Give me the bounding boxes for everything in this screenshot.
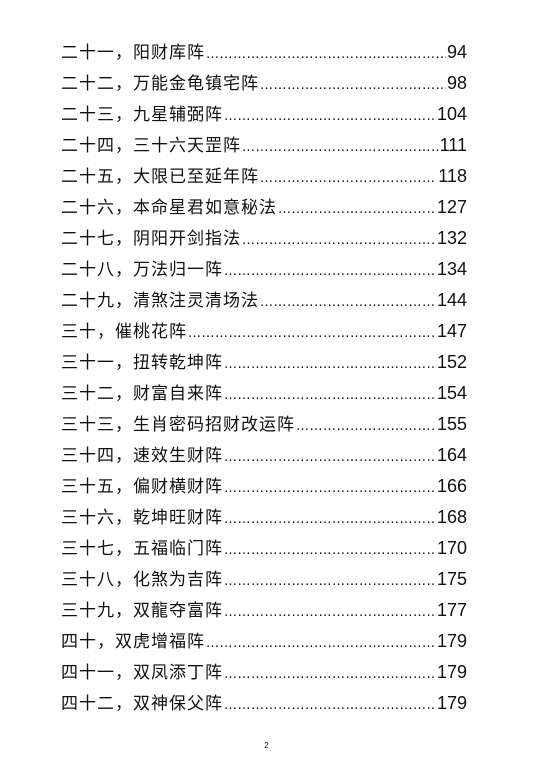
toc-entry: 三十，催桃花阵 147 <box>61 316 467 347</box>
footer-page-number: 2 <box>264 741 269 750</box>
toc-entry: 四十，双虎增福阵 179 <box>61 626 467 657</box>
toc-entry: 三十九，双龍夺富阵 177 <box>61 595 467 626</box>
toc-entry-title: 四十二，双神保父阵 <box>61 694 223 714</box>
toc-entry: 二十二，万能金龟镇宅阵 98 <box>61 68 467 99</box>
toc-entry: 三十八，化煞为吉阵 175 <box>61 564 467 595</box>
dot-leader <box>224 535 436 566</box>
dot-leader <box>224 256 436 287</box>
toc-entry: 二十四，三十六天罡阵 111 <box>61 130 467 161</box>
dot-leader <box>278 194 436 225</box>
toc-entry: 二十六，本命星君如意秘法 127 <box>61 192 467 223</box>
toc-entry-page: 166 <box>436 476 467 496</box>
toc-entry-title: 二十三，九星辅弼阵 <box>61 105 223 125</box>
toc-entry-page: 175 <box>436 569 467 589</box>
toc-entry-page: 168 <box>436 507 467 527</box>
toc-entry-page: 179 <box>436 631 467 651</box>
table-of-contents: 二十一，阳财库阵 94 二十二，万能金龟镇宅阵 98 二十三，九星辅弼阵 104 二十… <box>61 37 467 719</box>
toc-entry-title: 二十一，阳财库阵 <box>61 43 205 63</box>
toc-entry: 二十三，九星辅弼阵 104 <box>61 99 467 130</box>
dot-leader <box>224 597 436 628</box>
toc-entry-page: 147 <box>436 321 467 341</box>
toc-entry: 三十二，财富自来阵 154 <box>61 378 467 409</box>
dot-leader <box>206 628 436 659</box>
toc-entry-page: 177 <box>436 600 467 620</box>
dot-leader <box>260 163 437 194</box>
toc-entry: 三十一，扭转乾坤阵 152 <box>61 347 467 378</box>
toc-entry-title: 二十六，本命星君如意秘法 <box>61 198 277 218</box>
dot-leader <box>224 380 436 411</box>
toc-entry-title: 四十一，双凤添丁阵 <box>61 663 223 683</box>
dot-leader <box>224 690 436 721</box>
toc-entry-page: 104 <box>436 104 467 124</box>
toc-entry: 二十七，阴阳开剑指法 132 <box>61 223 467 254</box>
dot-leader <box>296 411 436 442</box>
dot-leader <box>188 318 436 349</box>
toc-entry-title: 三十四，速效生财阵 <box>61 446 223 466</box>
toc-entry-page: 164 <box>436 445 467 465</box>
toc-entry: 二十五，大限已至延年阵 118 <box>61 161 467 192</box>
toc-entry: 三十三，生肖密码招财改运阵 155 <box>61 409 467 440</box>
toc-entry: 三十五，偏财横财阵 166 <box>61 471 467 502</box>
dot-leader <box>206 39 446 70</box>
dot-leader <box>224 101 436 132</box>
toc-entry-page: 132 <box>436 228 467 248</box>
dot-leader <box>224 349 436 380</box>
toc-entry-title: 四十，双虎增福阵 <box>61 632 205 652</box>
toc-entry: 三十四，速效生财阵 164 <box>61 440 467 471</box>
toc-entry-page: 179 <box>436 662 467 682</box>
toc-entry-page: 134 <box>436 259 467 279</box>
toc-entry-title: 二十七，阴阳开剑指法 <box>61 229 241 249</box>
toc-entry-title: 三十七，五福临门阵 <box>61 539 223 559</box>
toc-entry-title: 三十三，生肖密码招财改运阵 <box>61 415 295 435</box>
toc-entry-page: 118 <box>438 166 467 186</box>
toc-entry-title: 二十二，万能金龟镇宅阵 <box>61 74 259 94</box>
dot-leader <box>242 132 439 163</box>
toc-entry-title: 二十四，三十六天罡阵 <box>61 136 241 156</box>
toc-entry-title: 三十二，财富自来阵 <box>61 384 223 404</box>
dot-leader <box>224 442 436 473</box>
toc-entry: 二十一，阳财库阵 94 <box>61 37 467 68</box>
toc-entry-title: 三十六，乾坤旺财阵 <box>61 508 223 528</box>
toc-entry: 三十六，乾坤旺财阵 168 <box>61 502 467 533</box>
toc-entry: 四十二，双神保父阵 179 <box>61 688 467 719</box>
dot-leader <box>224 473 436 504</box>
toc-entry-title: 二十八，万法归一阵 <box>61 260 223 280</box>
toc-entry-page: 127 <box>436 197 467 217</box>
toc-entry-title: 二十九，清煞注灵清场法 <box>61 291 259 311</box>
toc-entry-page: 94 <box>446 42 467 62</box>
toc-entry-title: 三十九，双龍夺富阵 <box>61 601 223 621</box>
toc-entry-page: 154 <box>436 383 467 403</box>
toc-entry: 二十八，万法归一阵 134 <box>61 254 467 285</box>
toc-entry-page: 98 <box>446 73 467 93</box>
toc-entry: 三十七，五福临门阵 170 <box>61 533 467 564</box>
dot-leader <box>242 225 436 256</box>
dot-leader <box>260 287 436 318</box>
toc-entry-title: 二十五，大限已至延年阵 <box>61 167 259 187</box>
toc-entry-page: 111 <box>439 135 467 155</box>
toc-entry-title: 三十一，扭转乾坤阵 <box>61 353 223 373</box>
toc-entry-page: 144 <box>436 290 467 310</box>
toc-entry-title: 三十八，化煞为吉阵 <box>61 570 223 590</box>
toc-entry: 二十九，清煞注灵清场法 144 <box>61 285 467 316</box>
toc-entry-page: 179 <box>436 693 467 713</box>
dot-leader <box>224 504 436 535</box>
toc-entry-page: 155 <box>436 414 467 434</box>
dot-leader <box>224 566 436 597</box>
toc-entry-title: 三十，催桃花阵 <box>61 322 187 342</box>
toc-entry: 四十一，双凤添丁阵 179 <box>61 657 467 688</box>
toc-entry-page: 170 <box>436 538 467 558</box>
dot-leader <box>260 70 446 101</box>
toc-entry-title: 三十五，偏财横财阵 <box>61 477 223 497</box>
toc-entry-page: 152 <box>436 352 467 372</box>
dot-leader <box>224 659 436 690</box>
